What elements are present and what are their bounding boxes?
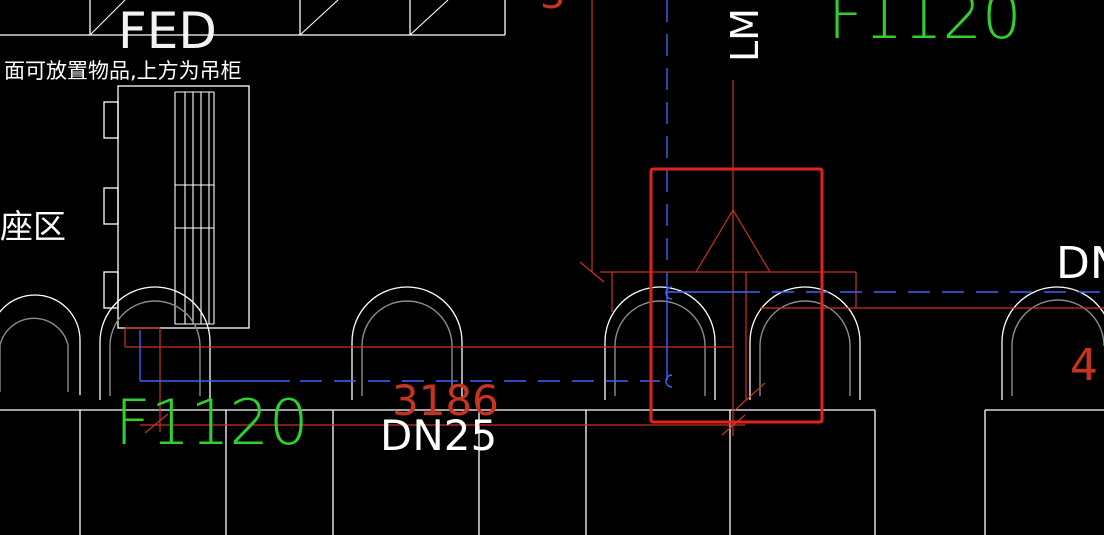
dimension-value: 3186	[392, 376, 499, 425]
partial-number-top: 3	[540, 0, 565, 18]
pipe-lines	[139, 0, 1104, 388]
pipe-label-left: F1120	[115, 386, 308, 459]
dimension-lines	[124, 0, 1104, 436]
top-left-cabinet-outline	[0, 0, 506, 36]
area-label: 座区	[0, 207, 66, 246]
highlight-box	[649, 167, 824, 424]
diameter-label: DN25	[380, 411, 497, 460]
seat-arches	[0, 286, 1104, 400]
pipe-label-top: F1120	[828, 0, 1021, 53]
partial-number-right: 4	[1070, 340, 1098, 391]
diameter-label-right: DN	[1056, 238, 1104, 289]
counter-outlines	[0, 409, 1104, 535]
partial-text-top-left: FED	[118, 2, 217, 60]
vertical-tag: LM	[723, 8, 767, 62]
top-note-text: 面可放置物品,上方为吊柜	[4, 59, 242, 83]
